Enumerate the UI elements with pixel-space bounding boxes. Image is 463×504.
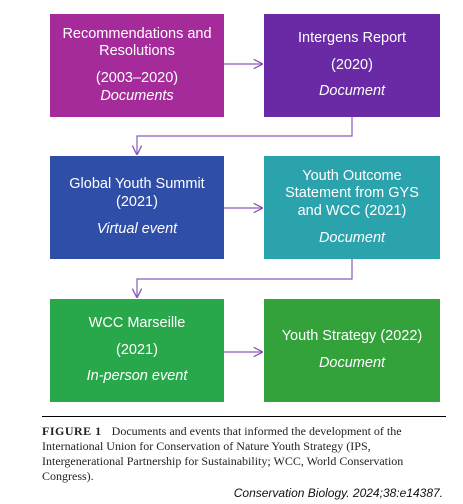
node-years: (2021) <box>116 341 158 358</box>
node-years: (2003–2020) <box>95 70 179 86</box>
journal-citation: Conservation Biology. 2024;38:e14387. <box>233 486 443 500</box>
node-title-line-2: Resolutions <box>99 43 175 60</box>
node-type: Document <box>318 83 386 100</box>
node-title: Youth Strategy (2022) <box>281 328 423 345</box>
node-type: Document <box>318 229 386 246</box>
node-title-line-3: and WCC (2021) <box>297 203 407 219</box>
node-years: (2021) <box>116 194 158 211</box>
node-title-line-1: Youth Outcome <box>302 167 402 184</box>
node-type: Virtual event <box>96 220 178 237</box>
node-global-youth-summit: Global Youth Summit (2021) Virtual event <box>50 156 224 259</box>
node-title: WCC Marseille <box>88 314 186 331</box>
arrow-4-to-5 <box>137 259 353 297</box>
node-wcc-marseille: WCC Marseille (2021) In-person event <box>50 299 224 402</box>
node-title-line-2: Statement from GYS <box>285 185 419 202</box>
node-recommendations-resolutions: Recommendations and Resolutions (2003–20… <box>50 14 224 117</box>
node-intergens-report: Intergens Report (2020) Document <box>264 14 440 117</box>
node-years: (2020) <box>331 56 373 73</box>
figure-caption-text: Documents and events that informed the d… <box>42 424 404 483</box>
caption-rule <box>42 416 446 417</box>
arrow-2-to-3 <box>137 117 353 154</box>
node-title: Intergens Report <box>297 29 406 46</box>
figure-label: FIGURE 1 <box>42 424 102 438</box>
node-youth-outcome-statement: Youth Outcome Statement from GYS and WCC… <box>264 156 440 259</box>
node-type: In-person event <box>86 368 188 385</box>
node-title: Global Youth Summit <box>69 176 205 193</box>
node-type: Documents <box>100 87 174 104</box>
node-title-line-1: Recommendations and <box>62 25 212 42</box>
node-youth-strategy: Youth Strategy (2022) Document <box>264 299 440 402</box>
node-type: Document <box>318 355 386 371</box>
